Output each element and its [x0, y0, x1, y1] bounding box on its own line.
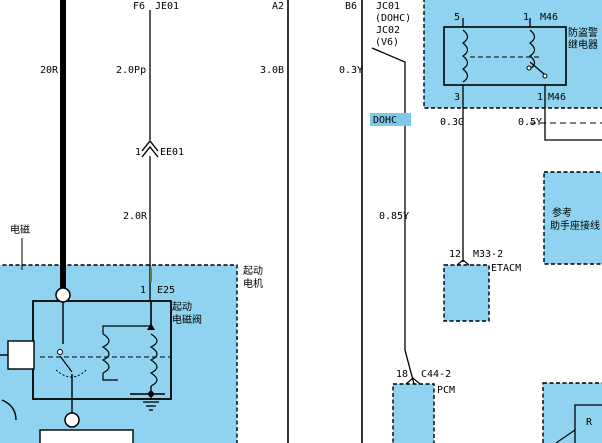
wire-label-0-5y: 0.5Y	[518, 117, 542, 128]
ee01-connector-icon-lower	[141, 145, 159, 158]
relay-name-line1: 防盗警	[568, 26, 598, 39]
starter-plunger	[7, 340, 35, 370]
reference-line2: 助手座接线	[550, 219, 600, 232]
label-dohc-paren: (DOHC)	[375, 13, 411, 24]
wire-0-5y	[544, 100, 602, 141]
pcm-connector: C44-2	[421, 369, 451, 380]
starter-ground-node	[148, 391, 154, 397]
pcm-box	[392, 383, 435, 443]
pcm-name: PCM	[437, 385, 455, 396]
pcm-pin18: 18	[396, 369, 408, 380]
wire-label-0-85y: 0.85Y	[379, 211, 409, 222]
dohc-tag-label: DOHC	[373, 115, 397, 126]
wire-label-3-0b: 3.0B	[260, 65, 284, 76]
ee01-pin-label: 1	[135, 147, 141, 158]
relay-pin5: 5	[454, 12, 460, 23]
start-solenoid-line1: 起动	[172, 301, 192, 313]
m33-connector-notch-icon	[456, 259, 470, 266]
label-jc02: JC02	[376, 25, 400, 36]
starter-switch-arm	[59, 355, 73, 373]
starter-name-line2: 电机	[243, 277, 263, 290]
relay-pin1-top: 1	[523, 12, 529, 23]
reference-line1: 参考	[552, 206, 572, 219]
relay-m46-bottom: M46	[548, 92, 566, 103]
relay-m46-top: M46	[540, 12, 558, 23]
starter-switch-contact	[57, 349, 63, 355]
etacm-box	[443, 264, 490, 322]
solenoid-coil-outer-icon	[149, 333, 158, 387]
label-v6-paren: (V6)	[375, 37, 399, 48]
relay-name-line2: 继电器	[568, 38, 598, 51]
starter-name-line1: 起动	[243, 265, 263, 277]
e25-label: E25	[157, 285, 175, 296]
wire-label-2-0pp: 2.0Pp	[116, 65, 146, 76]
reference-connector-box	[543, 171, 602, 265]
anti-theft-relay-box	[423, 0, 602, 109]
solenoid-winding-return	[102, 373, 118, 381]
label-jc01: JC01	[376, 1, 400, 12]
e25-pin-label: 1	[140, 285, 146, 296]
starter-terminal-top	[55, 287, 71, 303]
label-je01: JE01	[155, 1, 179, 12]
relay-switch-arm	[529, 61, 545, 75]
starter-terminal-bottom	[64, 412, 80, 428]
wire-0-85y	[371, 47, 415, 385]
wire-label-2-0r: 2.0R	[123, 211, 148, 222]
wire-label-0-3g: 0.3G	[440, 117, 464, 128]
relay-switch-contact	[526, 65, 532, 71]
label-b6: B6	[345, 1, 357, 12]
label-a2: A2	[272, 1, 284, 12]
lower-right-component-box	[542, 382, 602, 443]
relay-coil-right-icon	[528, 29, 536, 70]
lower-right-diagonal	[555, 429, 576, 443]
solenoid-winding-link	[102, 325, 151, 334]
starter-motor-body	[39, 429, 134, 443]
relay-pin3: 3	[454, 92, 460, 103]
dohc-tag	[370, 113, 411, 126]
starter-motor-box	[0, 264, 238, 443]
ee01-connector-icon	[141, 139, 159, 152]
ee01-label: EE01	[160, 147, 184, 158]
solenoid-left-label: 电磁	[10, 223, 30, 236]
c44-connector-notch-icon	[405, 377, 421, 385]
etacm-pin12: 12	[449, 249, 461, 260]
etacm-connector: M33-2	[473, 249, 503, 260]
wire-label-20r: 20R	[40, 65, 59, 76]
etacm-name: ETACM	[491, 263, 521, 274]
relay-body	[443, 26, 567, 86]
start-solenoid-line2: 电磁阀	[172, 313, 202, 326]
relay-pin1-bottom: 1	[537, 92, 543, 103]
solenoid-coil-inner-icon	[101, 333, 110, 374]
relay-switch-pivot	[542, 73, 548, 79]
starter-gear-arc	[1, 399, 17, 421]
lower-right-inner-frame	[574, 404, 602, 443]
label-f6: F6	[133, 1, 145, 12]
wire-label-0-3y: 0.3Y	[339, 65, 363, 76]
lower-right-r: R	[586, 417, 593, 428]
relay-coil-left-icon	[461, 29, 469, 83]
